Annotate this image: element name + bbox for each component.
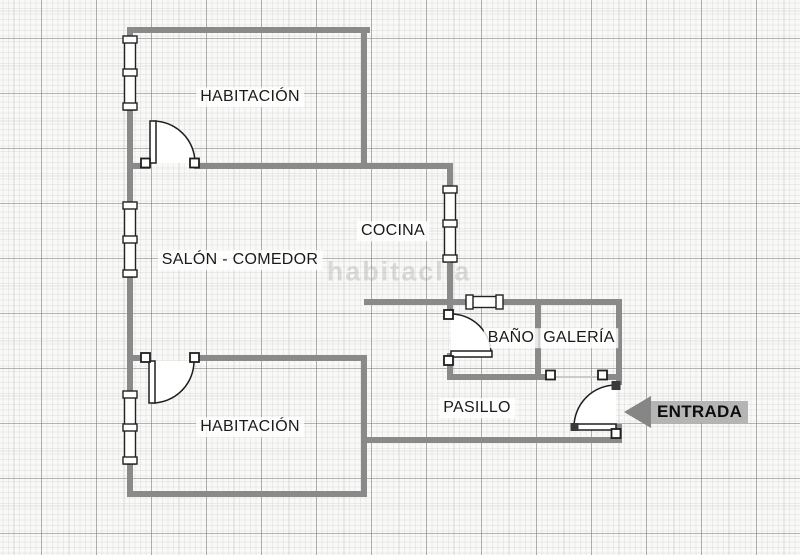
room-label-kitchen: COCINA — [356, 221, 430, 241]
wall-bedroom-top-bottom-main — [194, 163, 453, 169]
room-label-bedroom-top: HABITACIÓN — [196, 87, 304, 107]
room-label-gallery: GALERÍA — [539, 328, 619, 348]
door-entrance — [570, 381, 622, 439]
door-jamb — [189, 352, 200, 363]
door-jamb — [570, 423, 579, 431]
wall-gallery-bottom-left-stub — [535, 374, 554, 380]
wall-bedroom-bottom-top-main — [194, 355, 367, 361]
opening-gallery — [545, 369, 608, 381]
window-bathroom-top-wall — [465, 294, 504, 310]
door-bathroom — [443, 309, 493, 366]
room-label-living-dining: SALÓN - COMEDOR — [157, 250, 323, 270]
wall-bedroom-bottom-top-stub — [127, 355, 147, 361]
door-jamb — [140, 352, 151, 363]
wall-bedroom-bottom-bottom — [127, 491, 367, 497]
window-bedroom-top-left-wall — [122, 35, 138, 111]
entrance-arrow-icon — [624, 396, 651, 428]
wall-bedroom-top-right — [361, 27, 367, 169]
entrance-label: ENTRADA — [651, 401, 749, 423]
window-bedroom-bottom-left-wall — [122, 390, 138, 465]
door-jamb — [189, 157, 200, 169]
wall-gallery-bottom-right-stub — [599, 374, 622, 380]
wall-bathroom-left-stub — [447, 353, 453, 380]
wall-bathroom-bottom — [447, 374, 540, 380]
door-jamb — [610, 428, 622, 439]
door-jamb — [611, 381, 621, 390]
wall-bedroom-bottom-right — [361, 355, 367, 497]
room-label-hallway: PASILLO — [439, 398, 515, 418]
doors — [140, 120, 622, 439]
window-living-left-wall — [122, 201, 138, 278]
wall-bedroom-top-bottom-stub — [127, 163, 150, 169]
door-bedroom-top — [140, 120, 200, 169]
door-jamb — [443, 355, 454, 366]
door-jamb — [545, 369, 556, 381]
door-jamb — [140, 157, 151, 169]
wall-top — [127, 27, 370, 33]
windows — [122, 35, 504, 465]
wall-right-upper — [616, 299, 622, 385]
window-kitchen-right-wall — [442, 185, 458, 263]
door-jamb — [443, 309, 454, 320]
watermark: habitaclia — [326, 256, 472, 287]
door-bedroom-bottom — [140, 352, 200, 404]
door-jamb — [597, 369, 608, 381]
room-label-bathroom: BAÑO — [483, 328, 539, 348]
room-label-bedroom-bottom: HABITACIÓN — [196, 417, 304, 437]
wall-hallway-bottom — [361, 437, 622, 443]
